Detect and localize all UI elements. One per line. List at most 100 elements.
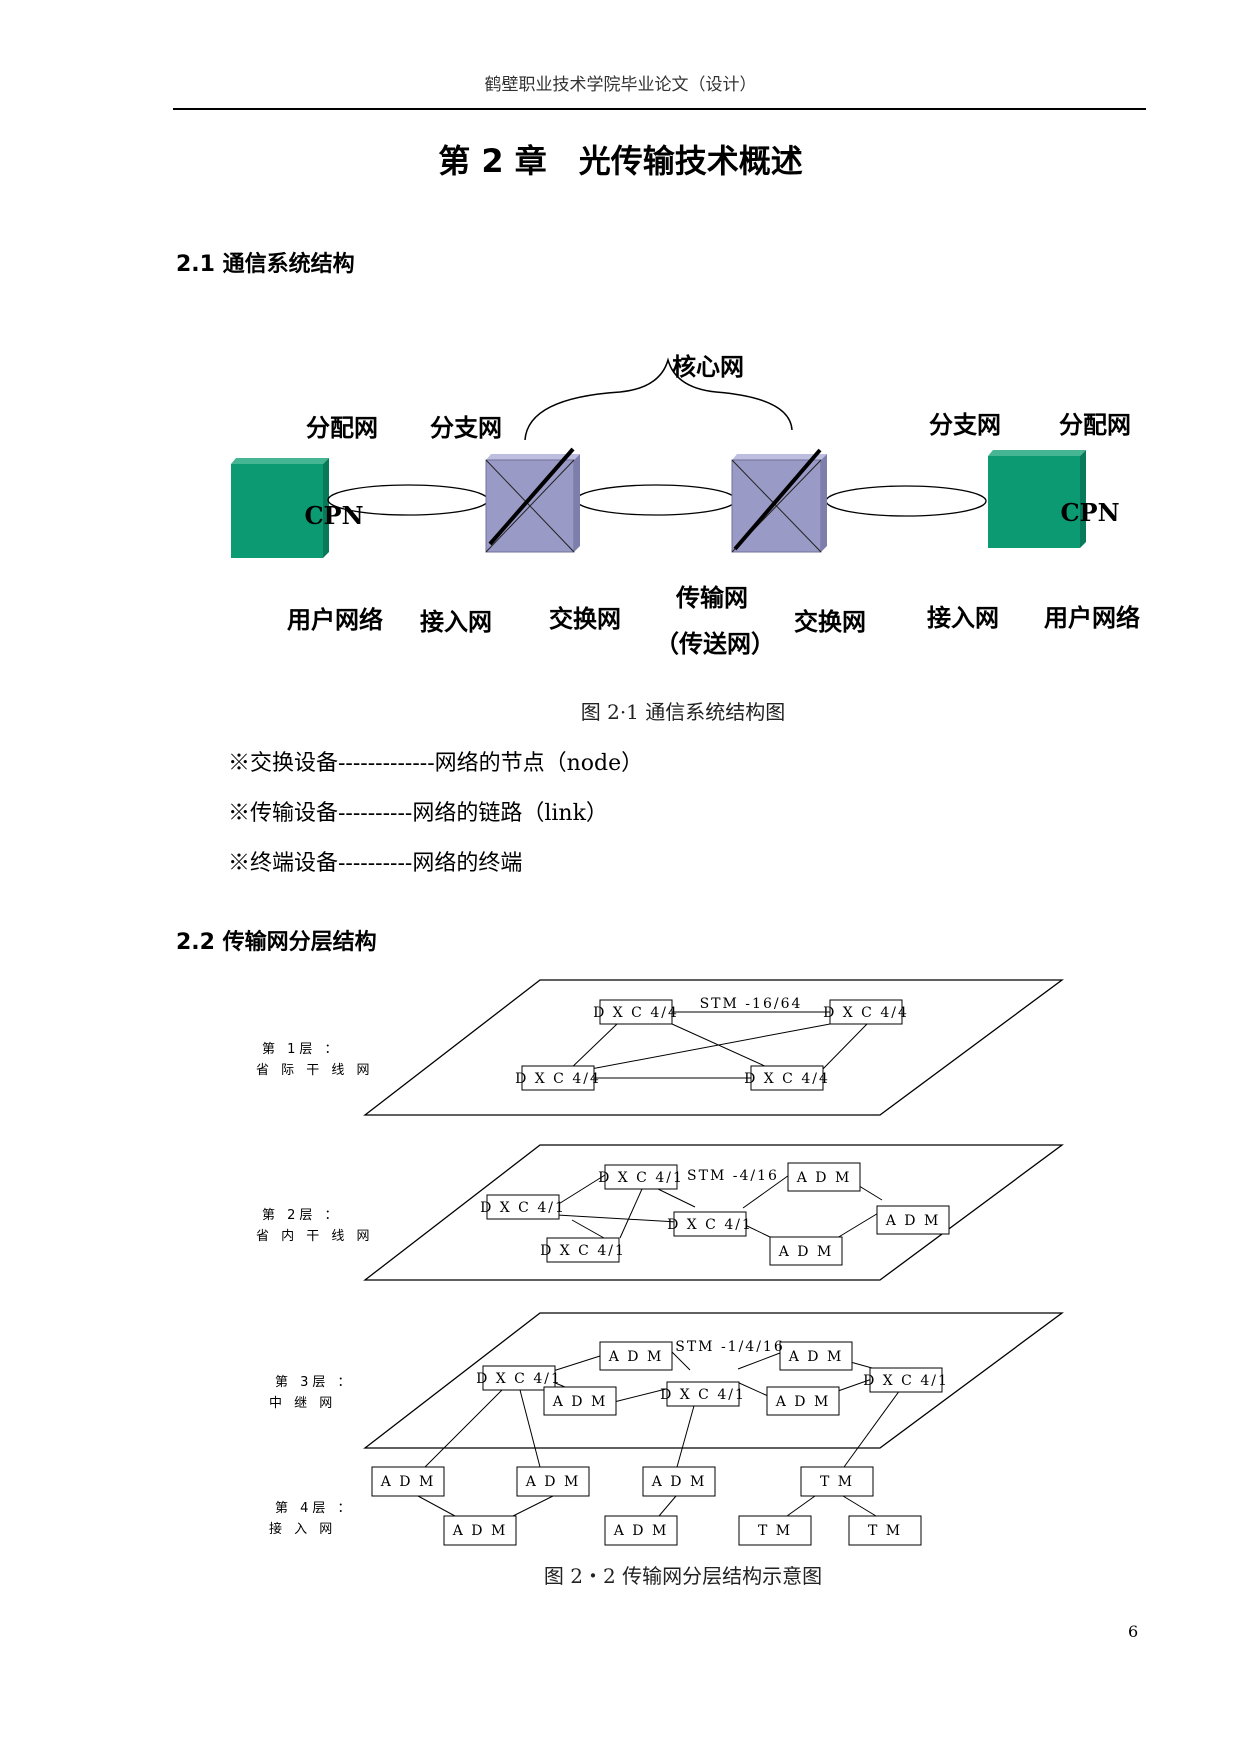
l3-node-7-label: D X C 4/1: [863, 1373, 949, 1389]
l2-node-6-box: [876, 1205, 950, 1235]
section-heading-2-2: 2.2 传输网分层结构: [176, 930, 377, 955]
cpn-label-left: CPN: [304, 501, 363, 530]
l4-node-4-box: [443, 1515, 517, 1546]
layer3-label-b: 中 继 网: [269, 1396, 336, 1411]
l1-node-4-label: D X C 4/4: [744, 1071, 830, 1087]
figure-transport-layers: 第 1层 ： 省 际 干 线 网 第 2层 ： 省 内 干 线 网 第 3层 ：…: [256, 979, 1064, 1546]
label-transport-network-alt: （传送网）: [655, 630, 775, 658]
l4-node-5-label: A D M: [613, 1523, 669, 1539]
l4-node-8-label: T M: [868, 1523, 902, 1539]
l3-node-7-box: [869, 1367, 943, 1393]
chapter-title: 第 2 章 光传输技术概述: [438, 142, 803, 180]
l3-node-6-label: A D M: [775, 1394, 831, 1410]
l1-node-1-label: D X C 4/4: [593, 1005, 679, 1021]
layer2-label-b: 省 内 干 线 网: [256, 1228, 374, 1244]
l2-node-5-label: A D M: [796, 1170, 852, 1186]
figure-communication-system: 核心网 分配网 分支网 分支网 分配网 CPN CPN 用户网络 接入网 交: [231, 353, 1140, 658]
l1-node-3-box: [521, 1065, 595, 1091]
l4-node-7-box: [738, 1515, 812, 1546]
label-transport-network: 传输网: [675, 584, 748, 612]
layer4-label-a: 第 4层 ：: [275, 1501, 355, 1516]
l2-link-label: STM -4/16: [687, 1168, 779, 1184]
l4-node-3-box: [642, 1466, 716, 1497]
l2-node-2-label: D X C 4/1: [480, 1200, 566, 1216]
l2-node-4-label: D X C 4/1: [540, 1243, 626, 1259]
l1-node-3-label: D X C 4/4: [515, 1071, 601, 1087]
layer2-plane: [363, 1144, 1064, 1281]
switch-box-left: [485, 447, 580, 553]
layer3-label-a: 第 3层 ：: [275, 1375, 355, 1390]
cpn-label-right: CPN: [1060, 498, 1119, 527]
figure-2-caption: 图 2・2 传输网分层结构示意图: [543, 1564, 823, 1588]
l4-node-7-label: T M: [758, 1523, 792, 1539]
cpn-right-cube: [988, 450, 1086, 548]
l4-node-1-box: [371, 1466, 445, 1497]
link-ellipse-2: [575, 484, 737, 516]
cpn-left-cube: [231, 458, 329, 558]
l4-node-1-label: A D M: [380, 1474, 436, 1490]
l3-link-label: STM -1/4/16: [675, 1339, 785, 1355]
running-header: 鹤壁职业技术学院毕业论文（设计）: [484, 75, 757, 95]
layer1-plane: [363, 979, 1064, 1116]
l1-node-2-box: [829, 999, 903, 1025]
bullet-transmission: ※传输设备----------网络的链路（link）: [228, 801, 608, 826]
l2-node-5-box: [787, 1162, 861, 1192]
l3-node-1-box: [482, 1365, 556, 1391]
l3-node-4-box: [666, 1381, 740, 1407]
l3-node-5-box: [543, 1386, 617, 1416]
core-brace: [524, 357, 793, 441]
label-user-network-right: 用户网络: [1044, 604, 1140, 632]
l1-node-2-label: D X C 4/4: [823, 1005, 909, 1021]
l1-node-4-box: [750, 1065, 824, 1091]
layer2-label-a: 第 2层 ：: [262, 1208, 342, 1223]
header-rule: [173, 108, 1146, 110]
page-number: 6: [1128, 1622, 1139, 1641]
l4-node-3-label: A D M: [651, 1474, 707, 1490]
l3-node-4-label: D X C 4/1: [660, 1387, 746, 1403]
l4-node-4-label: A D M: [452, 1523, 508, 1539]
bullet-switching: ※交换设备-------------网络的节点（node）: [228, 751, 644, 776]
switch-box-right: [731, 448, 827, 553]
l4-node-5-box: [604, 1515, 678, 1546]
link-ellipse-3: [825, 485, 987, 517]
l1-node-1-box: [599, 999, 673, 1025]
layer1-label-b: 省 际 干 线 网: [256, 1063, 374, 1078]
label-access-right: 接入网: [927, 604, 999, 632]
label-core-network: 核心网: [672, 353, 744, 381]
label-branch-left: 分支网: [430, 414, 502, 442]
bullet-terminal: ※终端设备----------网络的终端: [228, 851, 523, 876]
label-user-network-left: 用户网络: [287, 606, 383, 634]
l1-link-label: STM -16/64: [700, 996, 803, 1012]
l2-node-1-label: D X C 4/1: [598, 1170, 684, 1186]
figure-1-caption: 图 2·1 通信系统结构图: [580, 700, 786, 724]
label-switch-left: 交换网: [549, 605, 621, 633]
label-switch-right: 交换网: [794, 608, 866, 636]
l2-node-7-label: A D M: [778, 1244, 834, 1260]
l3-node-1-label: D X C 4/1: [476, 1371, 562, 1387]
l4-node-2-box: [516, 1466, 590, 1497]
l3-node-5-label: A D M: [552, 1394, 608, 1410]
layer4-label-b: 接 入 网: [269, 1521, 336, 1537]
layer1-label-a: 第 1层 ：: [262, 1042, 342, 1057]
l2-node-4-box: [546, 1237, 620, 1263]
l4-node-6-label: T M: [820, 1474, 854, 1490]
l2-node-3-box: [673, 1211, 747, 1237]
l2-node-2-box: [486, 1194, 560, 1220]
label-access-left: 接入网: [420, 608, 492, 636]
l2-node-7-box: [769, 1236, 843, 1266]
l3-node-3-label: A D M: [788, 1349, 844, 1365]
l4-node-8-box: [848, 1515, 922, 1546]
l2-node-1-box: [604, 1164, 678, 1190]
l4-node-6-box: [800, 1466, 874, 1497]
l2-node-6-label: A D M: [885, 1213, 941, 1229]
l3-node-3-box: [779, 1341, 853, 1371]
l3-node-6-box: [766, 1386, 840, 1416]
layer3-plane: [363, 1312, 1064, 1449]
label-distribution-left: 分配网: [306, 414, 378, 442]
label-distribution-right: 分配网: [1059, 411, 1131, 439]
l2-node-3-label: D X C 4/1: [667, 1217, 753, 1233]
label-branch-right: 分支网: [929, 411, 1001, 439]
l3-node-2-label: A D M: [608, 1349, 664, 1365]
section-heading-2-1: 2.1 通信系统结构: [176, 252, 355, 277]
l4-node-2-label: A D M: [525, 1474, 581, 1490]
